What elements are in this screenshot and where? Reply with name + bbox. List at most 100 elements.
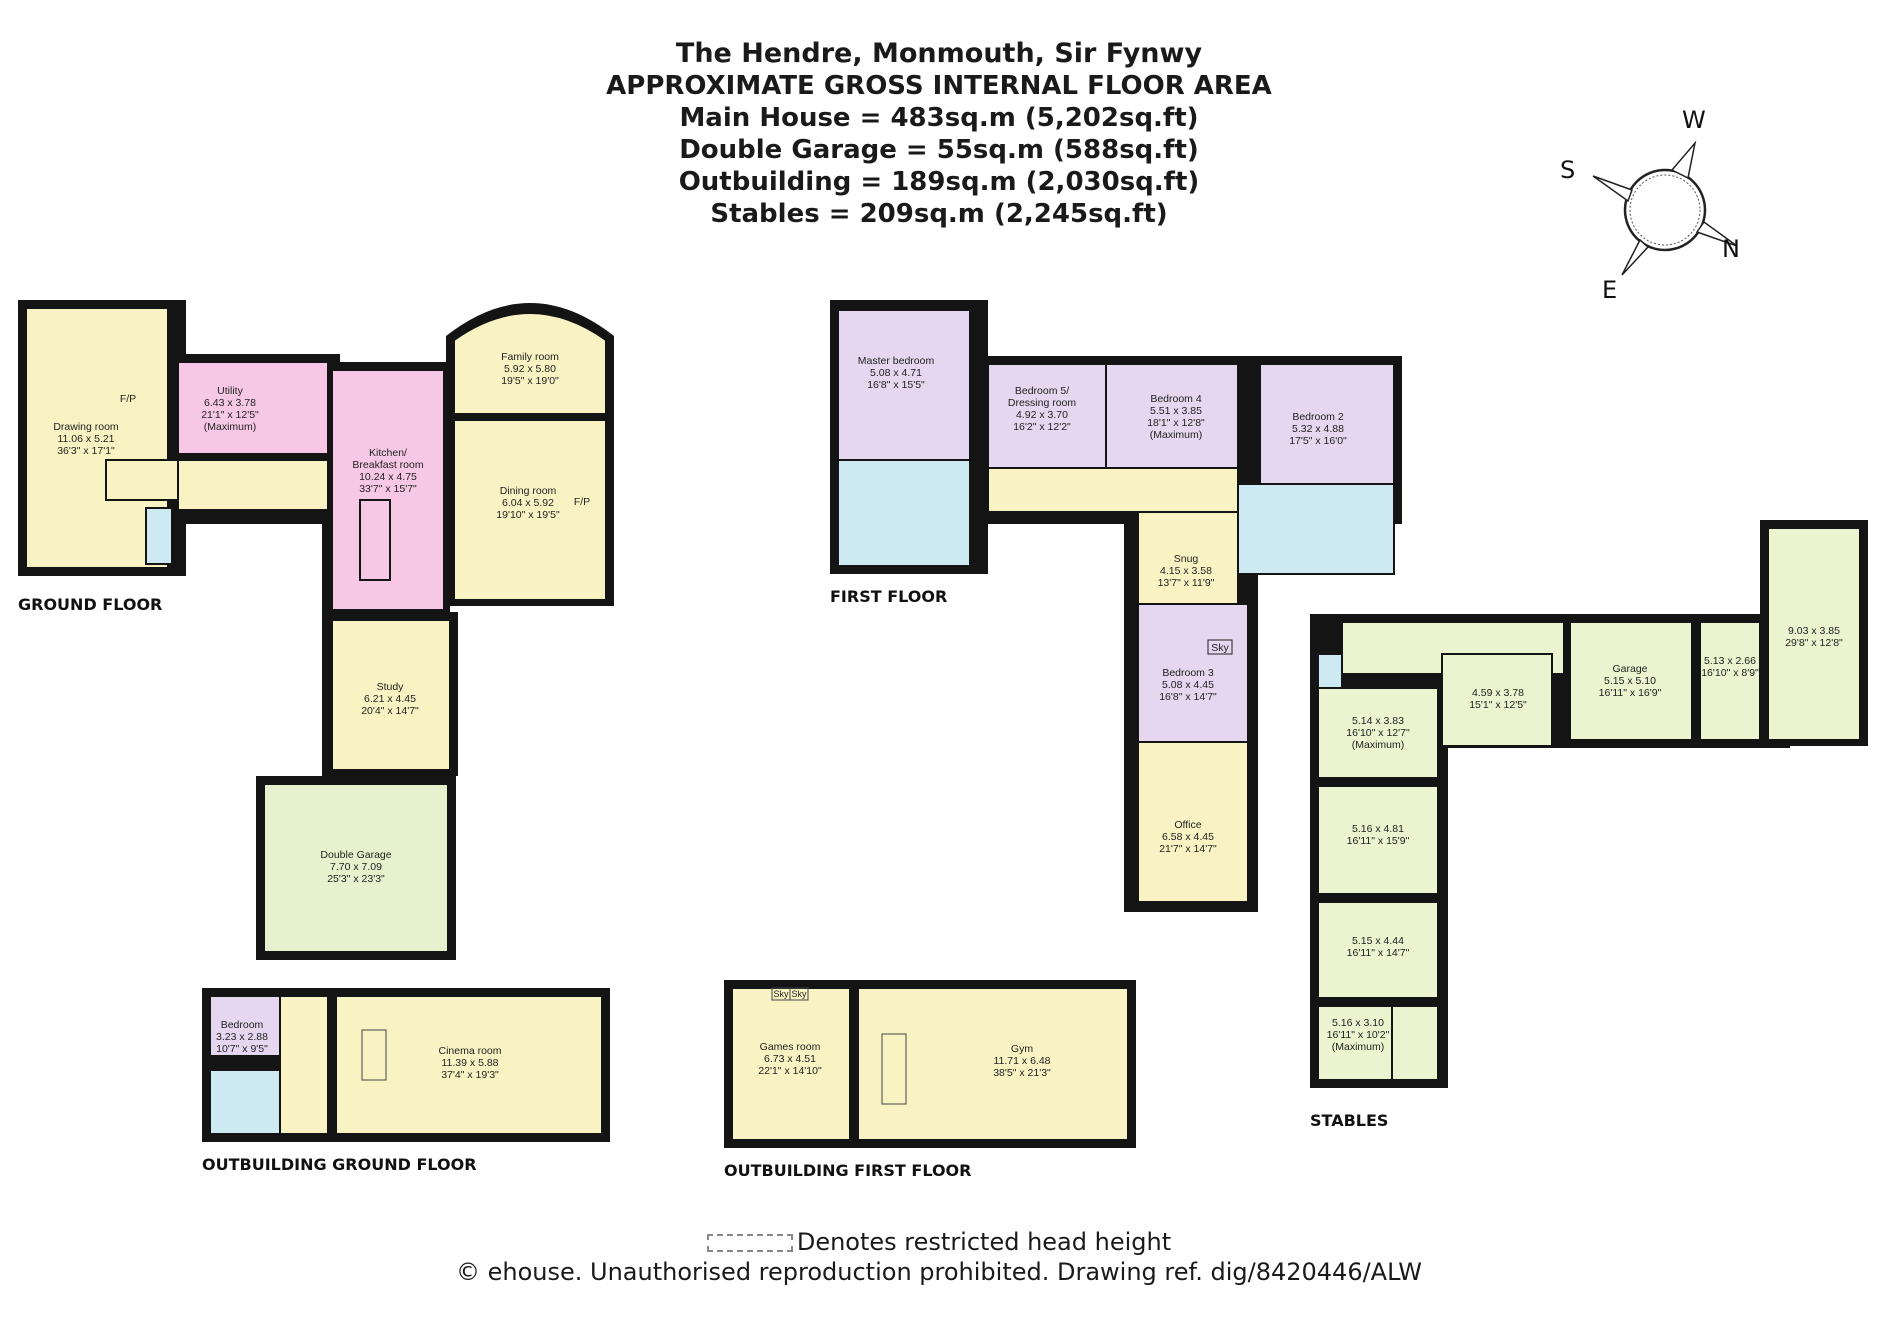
outbuilding-ground-floor-plan	[202, 988, 610, 1142]
stable-5-15	[1317, 901, 1439, 999]
first-floor-landing	[987, 467, 1239, 513]
double-garage	[263, 783, 449, 953]
stables-wc	[1317, 653, 1343, 689]
copyright: © ehouse. Unauthorised reproduction proh…	[455, 1258, 1422, 1286]
property-title: The Hendre, Monmouth, Sir Fynwy	[675, 38, 1203, 69]
first-floor-plan	[830, 300, 1402, 912]
restricted-head-height-swatch	[706, 1234, 793, 1252]
stables-plan	[1310, 520, 1868, 1088]
svg-text:Sky: Sky	[773, 989, 789, 999]
compass-rose-icon: S W N E	[1560, 106, 1740, 304]
cinema-stair	[361, 1029, 387, 1081]
gym-stair	[881, 1033, 907, 1105]
label: Drawing room	[53, 421, 119, 433]
dining-room	[453, 419, 607, 601]
stables-garage	[1569, 621, 1693, 741]
svg-text:Sky: Sky	[791, 989, 807, 999]
label: 11.06 x 5.21	[57, 433, 114, 445]
bedroom-3	[1137, 603, 1249, 743]
bedroom-5-dressing-room	[987, 363, 1107, 469]
area-subtitle: APPROXIMATE GROSS INTERNAL FLOOR AREA	[606, 71, 1272, 101]
first-floor-label: FIRST FLOOR	[830, 587, 947, 606]
hall	[105, 459, 183, 501]
snug	[1137, 511, 1239, 605]
family-room	[453, 312, 607, 415]
gym	[857, 987, 1129, 1141]
ground-floor-plan	[18, 300, 614, 960]
bedroom-2-ensuite	[1237, 483, 1395, 575]
area-main-house: Main House = 483sq.m (5,202sq.ft)	[679, 103, 1199, 133]
games-room	[731, 987, 851, 1141]
outbuilding-first-floor-plan	[724, 980, 1136, 1148]
plan-header: The Hendre, Monmouth, Sir Fynwy APPROXIM…	[0, 38, 1878, 230]
ground-wc	[145, 507, 173, 565]
master-ensuite	[837, 459, 971, 567]
compass-north: N	[1722, 235, 1740, 263]
stable-9-03	[1767, 527, 1861, 741]
ground-floor-label: GROUND FLOOR	[18, 595, 162, 614]
label: 36'3" x 17'1"	[57, 445, 115, 457]
outbuilding-first-floor-label: OUTBUILDING FIRST FLOOR	[724, 1161, 971, 1180]
stable-5-14	[1317, 687, 1439, 779]
bedroom-4	[1105, 363, 1239, 469]
legend: Denotes restricted head height	[0, 1228, 1878, 1256]
svg-text:Sky: Sky	[1211, 642, 1229, 654]
sky-window	[1207, 639, 1233, 655]
stable-5-16-b	[1317, 1005, 1393, 1081]
legend-text: Denotes restricted head height	[796, 1228, 1172, 1256]
utility-room	[177, 361, 329, 455]
outbuilding-shower-room	[209, 1069, 281, 1135]
stables-store	[1391, 1005, 1439, 1081]
cinema-room	[335, 995, 603, 1135]
area-double-garage: Double Garage = 55sq.m (588sq.ft)	[679, 135, 1199, 165]
area-outbuilding: Outbuilding = 189sq.m (2,030sq.ft)	[678, 167, 1200, 197]
drawing-room	[25, 307, 169, 569]
fp-label: F/P	[120, 393, 136, 405]
games-room-sky-window-2	[789, 987, 809, 1001]
compass-south: S	[1560, 156, 1575, 184]
compass-west: W	[1682, 106, 1706, 134]
office	[1137, 741, 1249, 903]
stable-5-13	[1699, 621, 1761, 741]
outbuilding-bedroom	[209, 995, 281, 1057]
stables-label: STABLES	[1310, 1111, 1388, 1130]
svg-text:F/P: F/P	[574, 496, 590, 508]
study	[331, 619, 451, 771]
rear-hall	[177, 459, 329, 511]
bedroom-2	[1259, 363, 1395, 485]
area-stables: Stables = 209sq.m (2,245sq.ft)	[710, 199, 1168, 229]
compass-east: E	[1602, 276, 1617, 304]
stable-5-16	[1317, 785, 1439, 895]
kitchen-island	[359, 499, 391, 581]
outbuilding-hall	[279, 995, 329, 1135]
outbuilding-ground-floor-label: OUTBUILDING GROUND FLOOR	[202, 1155, 477, 1174]
